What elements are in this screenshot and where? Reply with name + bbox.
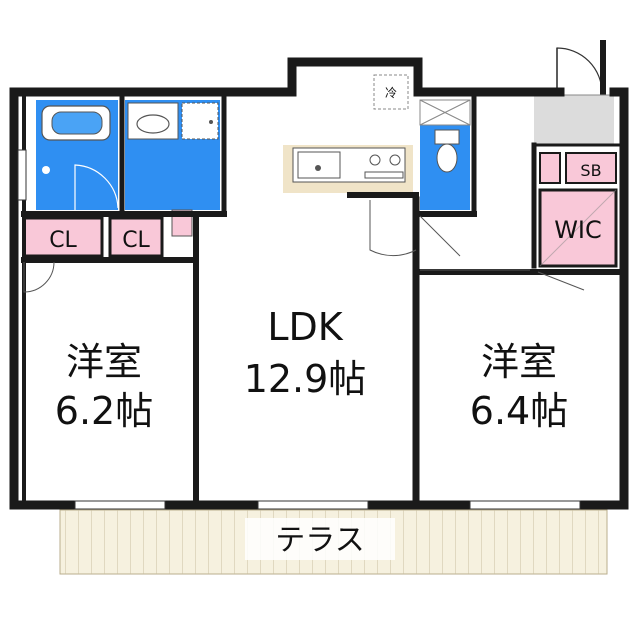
closet-left-label: CL <box>49 228 77 253</box>
fridge-label: 冷 <box>385 86 397 100</box>
terrace: テラス <box>59 509 608 575</box>
washroom <box>125 100 220 237</box>
western-right-size: 6.4帖 <box>470 389 568 433</box>
genkan-storage <box>534 95 614 145</box>
ldk-name: LDK <box>267 305 343 349</box>
western-right-name: 洋室 <box>481 340 557 384</box>
entrance-door <box>556 40 606 95</box>
closet-right-label: CL <box>122 228 150 253</box>
closet-left: CL <box>22 216 104 258</box>
room-ldk: LDK 12.9帖 <box>244 305 367 401</box>
wic-label: WIC <box>554 216 602 244</box>
sb-label: SB <box>580 161 601 180</box>
western-left-name: 洋室 <box>66 340 142 384</box>
room-western-right: 洋室 6.4帖 <box>470 340 568 433</box>
closet-right: CL <box>108 216 164 258</box>
ldk-size: 12.9帖 <box>244 357 367 401</box>
toilet <box>420 125 470 210</box>
terrace-label: テラス <box>275 523 364 558</box>
kitchen-counter <box>283 145 413 193</box>
room-western-left: 洋室 6.2帖 <box>55 340 153 433</box>
doors <box>23 200 585 293</box>
windows <box>17 149 581 510</box>
bathroom <box>36 100 119 210</box>
walk-in-closet: WIC <box>538 188 618 268</box>
fridge: 冷 <box>373 74 409 110</box>
western-left-size: 6.2帖 <box>55 389 153 433</box>
shoe-box: SB <box>539 152 617 184</box>
